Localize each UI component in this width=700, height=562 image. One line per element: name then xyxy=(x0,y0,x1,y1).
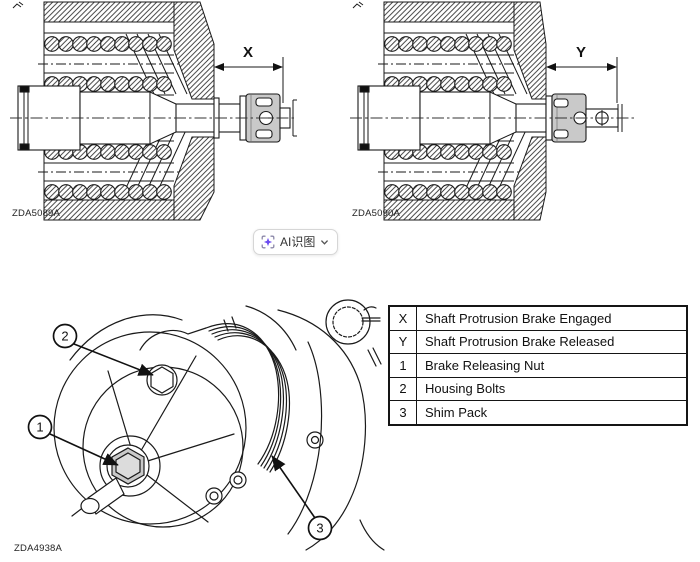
legend-desc: Shaft Protrusion Brake Engaged xyxy=(416,305,688,331)
callout-arrows xyxy=(49,343,316,519)
legend-desc: Brake Releasing Nut xyxy=(416,353,688,378)
legend-key: 2 xyxy=(388,376,417,401)
figure-caption: ZDA5090A xyxy=(352,208,401,219)
legend-key: 3 xyxy=(388,400,417,425)
assembly-drawing xyxy=(53,299,385,551)
callout-number-3: 3 xyxy=(316,521,323,536)
callout-circle-3 xyxy=(307,515,333,541)
callout-balloons: 2 1 3 xyxy=(27,323,333,541)
dimension-label-x: X xyxy=(243,44,253,61)
table-row: 1 Brake Releasing Nut xyxy=(388,353,688,378)
callout-number-1: 1 xyxy=(36,420,43,435)
callout-circle-1 xyxy=(27,414,53,440)
legend-desc: Shaft Protrusion Brake Released xyxy=(416,329,688,354)
legend-key: Y xyxy=(388,329,417,354)
table-row: X Shaft Protrusion Brake Engaged xyxy=(388,305,688,331)
ai-scan-sparkle-icon xyxy=(261,235,275,249)
cross-section-drawing xyxy=(10,1,297,221)
ai-image-recognition-button[interactable]: AI识图 xyxy=(253,229,339,255)
dimension-label-y: Y xyxy=(576,44,586,61)
figure-brake-assembly: 2 1 3 ZDA4938A xyxy=(14,299,385,554)
cross-section-drawing xyxy=(350,1,634,221)
table-row: 3 Shim Pack xyxy=(388,400,688,425)
figure-caption: ZDA5089A xyxy=(12,208,61,219)
callout-number-2: 2 xyxy=(61,329,68,344)
legend-desc: Housing Bolts xyxy=(416,376,688,401)
table-row: Y Shaft Protrusion Brake Released xyxy=(388,329,688,354)
figure-cross-section-brake-released: Y ZDA5090A xyxy=(350,1,634,221)
legend-key: X xyxy=(388,305,417,331)
legend-desc: Shim Pack xyxy=(416,400,688,425)
legend-table: X Shaft Protrusion Brake Engaged Y Shaft… xyxy=(388,305,688,426)
ai-button-label: AI识图 xyxy=(280,235,316,249)
table-row: 2 Housing Bolts xyxy=(388,376,688,401)
figure-caption: ZDA4938A xyxy=(14,543,63,554)
legend-key: 1 xyxy=(388,353,417,378)
callout-circle-2 xyxy=(52,323,78,349)
chevron-down-icon[interactable] xyxy=(320,238,329,247)
figure-cross-section-brake-engaged: X ZDA5089A xyxy=(10,1,297,221)
